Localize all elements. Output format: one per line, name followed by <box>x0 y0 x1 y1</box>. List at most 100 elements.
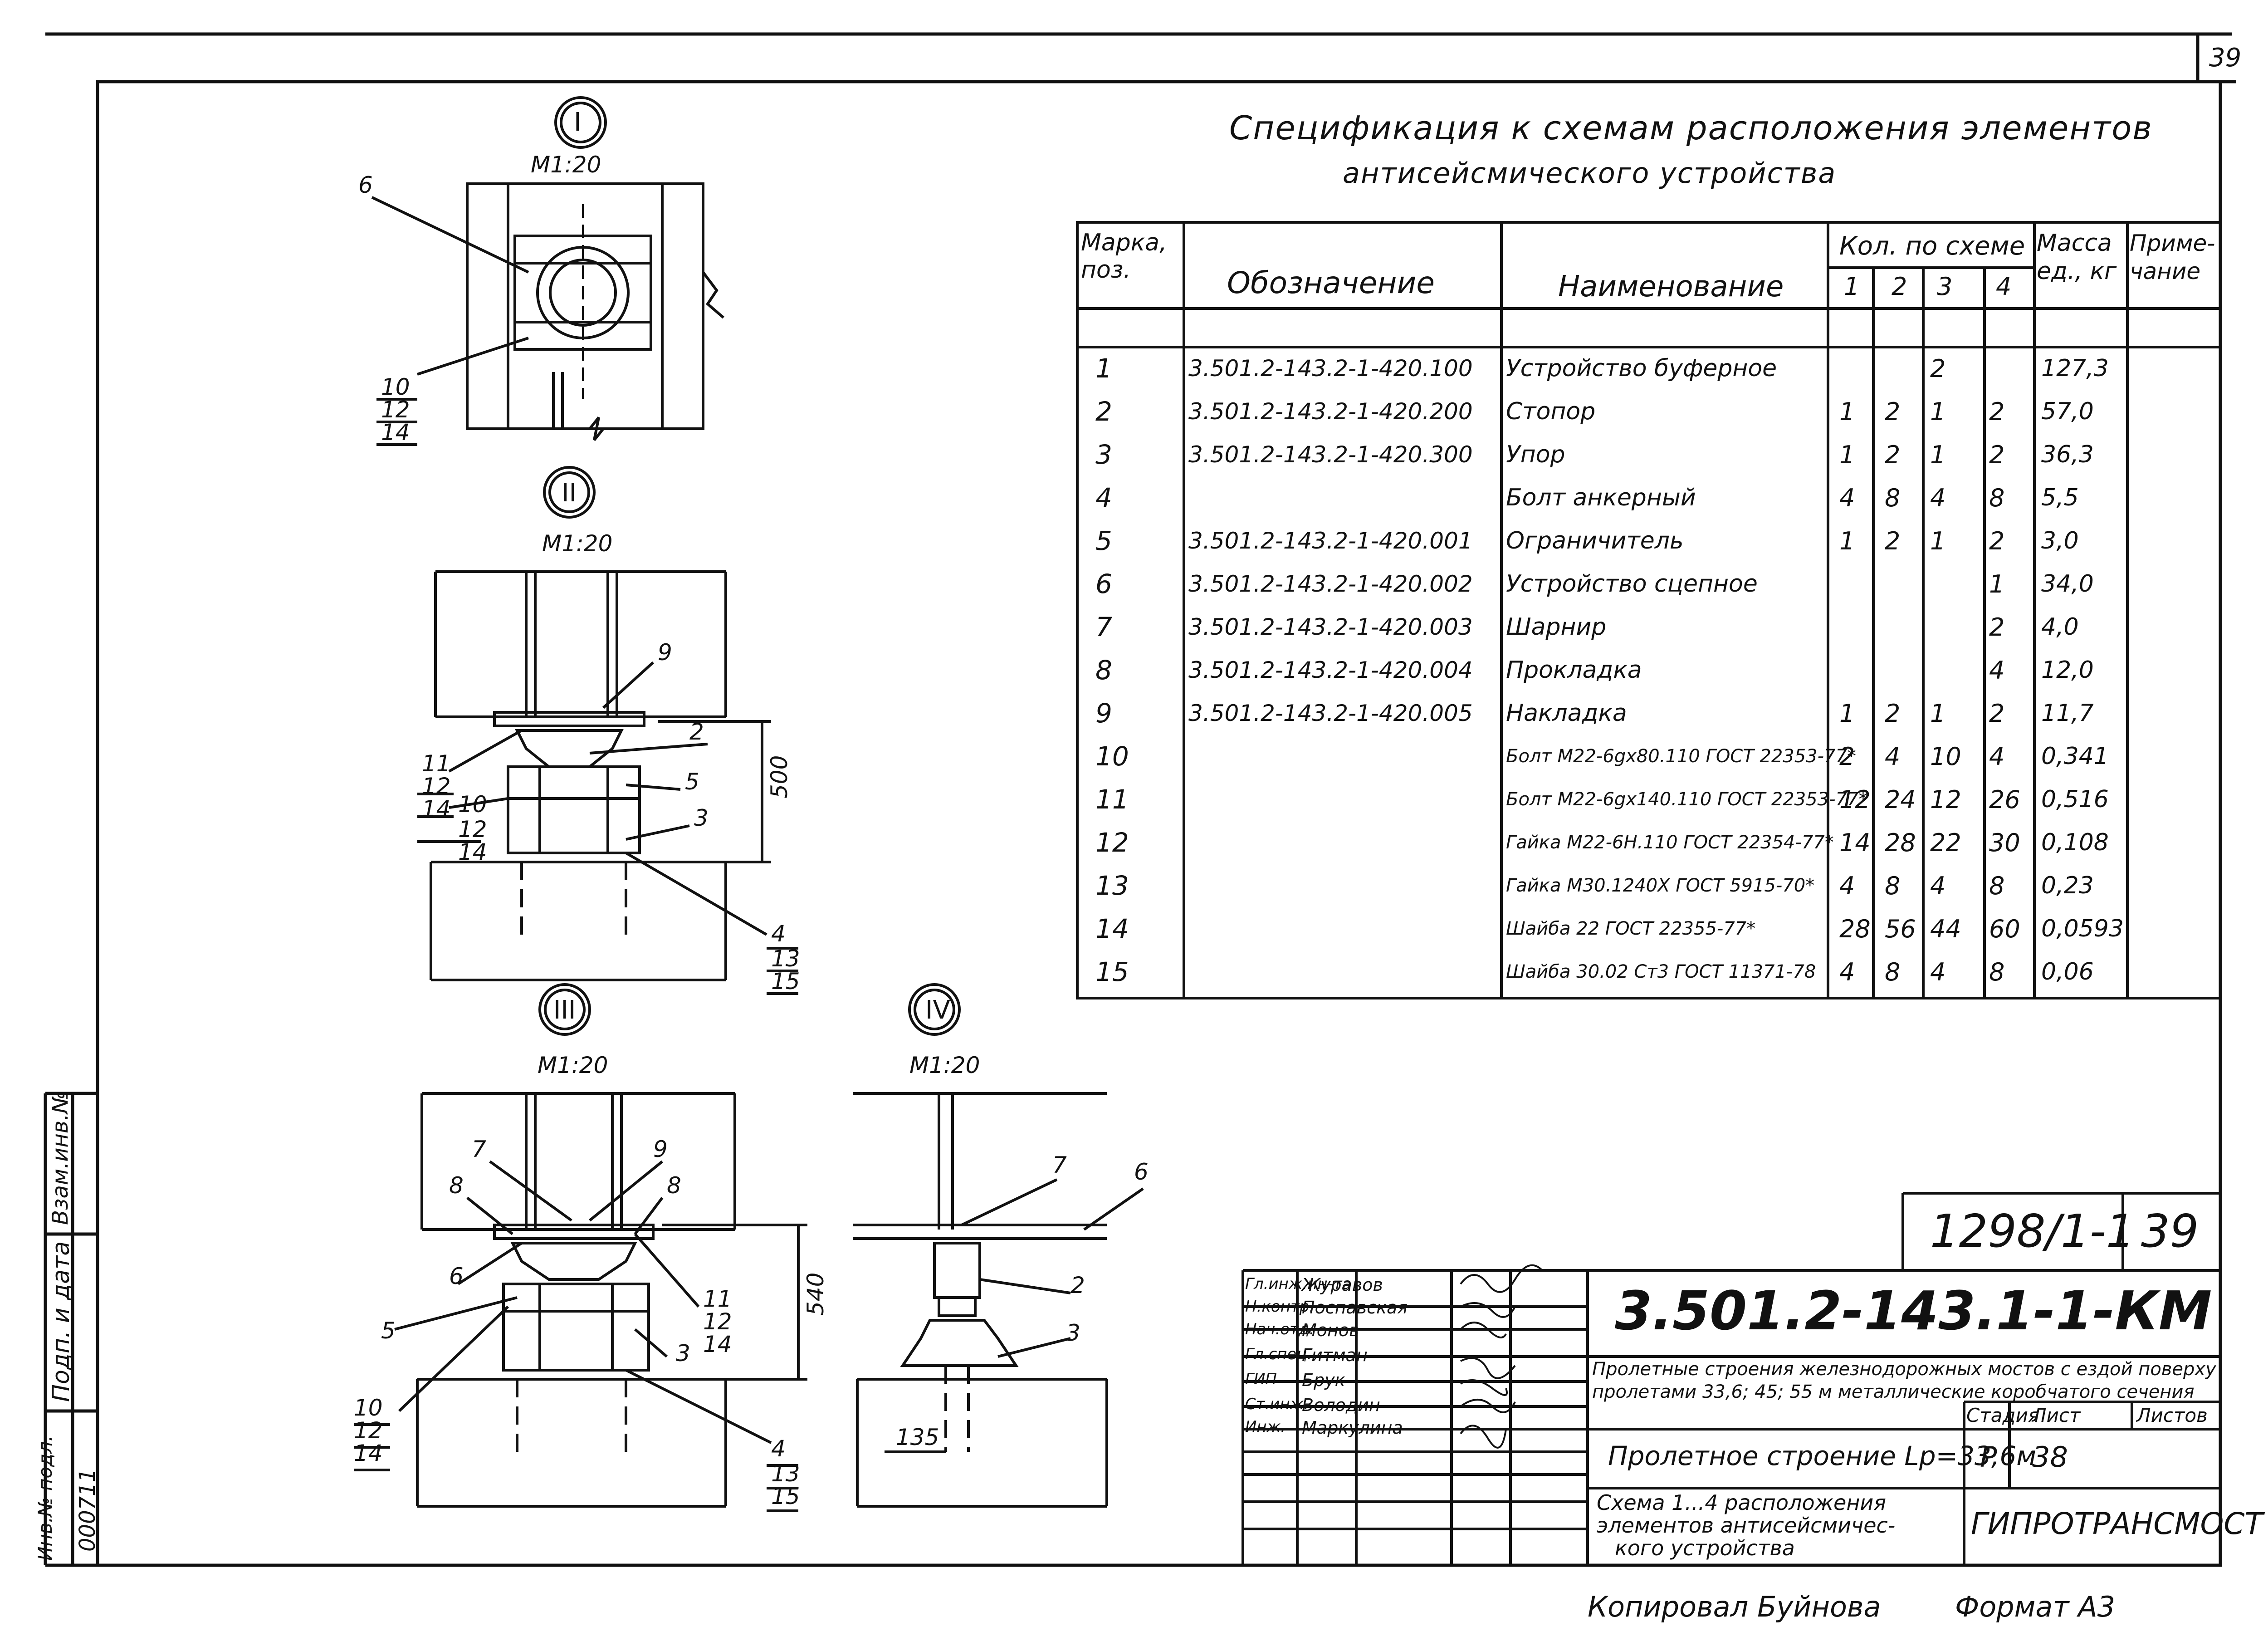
table-cell-designation: 3.501.2-143.2-1-420.003 <box>1188 614 1473 640</box>
table-cell-mass: 4,0 <box>2041 613 2079 641</box>
svg-text:12: 12 <box>354 1417 383 1444</box>
title-block-grid <box>1242 1192 2220 1565</box>
table-cell-q4: 2 <box>1989 613 2005 642</box>
table-cell-q4: 4 <box>1989 656 2005 685</box>
svg-text:3: 3 <box>1066 1320 1080 1346</box>
table-cell-mass: 36,3 <box>2041 441 2094 468</box>
table-cell-q3: 4 <box>1930 484 1946 512</box>
svg-text:8: 8 <box>449 1172 464 1199</box>
stamp-replace-label: Взам.инв.№ <box>48 1091 73 1225</box>
table-cell-q4: 8 <box>1989 958 2005 986</box>
table-cell-name: Шарнир <box>1506 613 1607 641</box>
signature-name: Поспавская <box>1302 1298 1408 1318</box>
view-IV <box>853 983 1144 1508</box>
table-cell-mass: 11,7 <box>2041 700 2094 727</box>
spec-title-line1: Спецификация к схемам расположения элеме… <box>1229 109 2153 147</box>
svg-text:12: 12 <box>381 397 410 423</box>
table-cell-q3: 4 <box>1930 958 1946 986</box>
table-cell-q2: 2 <box>1885 527 1901 555</box>
signature-name: Володин <box>1302 1395 1380 1415</box>
project-line2: пролетами 33,6; 45; 55 м металлические к… <box>1592 1382 2195 1402</box>
spec-table: Марка, поз. Обозначение Наименование Кол… <box>1077 222 2220 994</box>
svg-text:5: 5 <box>381 1318 396 1344</box>
svg-text:14: 14 <box>422 796 451 822</box>
table-cell-name: Устройство буферное <box>1506 355 1777 382</box>
table-cell-name: Стопор <box>1506 398 1596 425</box>
table-cell-mark: 13 <box>1095 870 1129 901</box>
table-cell-q1: 4 <box>1839 872 1855 900</box>
svg-text:М1:20: М1:20 <box>531 152 601 178</box>
table-cell-q1: 2 <box>1839 742 1855 771</box>
svg-text:14: 14 <box>381 419 410 446</box>
table-cell-q1: 1 <box>1839 397 1855 426</box>
table-cell-q1: 4 <box>1839 484 1855 512</box>
table-cell-q1: 1 <box>1839 699 1855 728</box>
table-cell-mass: 3,0 <box>2041 527 2079 554</box>
stamp-inv-no: 000711 <box>75 1468 100 1552</box>
signature-name: Брук <box>1302 1370 1345 1390</box>
signature-name: Журавов <box>1302 1275 1383 1295</box>
table-cell-q2: 8 <box>1885 484 1901 512</box>
sheet-value: 38 <box>2032 1440 2068 1474</box>
view-III <box>354 983 807 1512</box>
svg-text:9: 9 <box>658 639 672 666</box>
svg-text:12: 12 <box>422 773 451 799</box>
table-cell-mass: 0,0593 <box>2041 915 2124 942</box>
view-II <box>417 466 798 995</box>
table-cell-q3: 10 <box>1930 742 1961 771</box>
table-cell-name: Гайка М30.1240Х ГОСТ 5915-70* <box>1506 875 1815 896</box>
table-cell-q4: 60 <box>1989 915 2020 943</box>
stage-value: Р <box>1980 1440 1997 1474</box>
table-cell-designation: 3.501.2-143.2-1-420.005 <box>1188 700 1473 726</box>
col-header-qty-2: 2 <box>1892 272 1907 301</box>
table-cell-mark: 1 <box>1095 353 1112 384</box>
svg-text:7: 7 <box>472 1136 486 1162</box>
svg-text:М1:20: М1:20 <box>909 1052 980 1078</box>
signature-role: Н.контр. <box>1245 1298 1315 1316</box>
col-header-qty-4: 4 <box>1996 272 2012 301</box>
signature-role: Гл.спец. <box>1245 1345 1312 1363</box>
table-cell-q2: 8 <box>1885 958 1901 986</box>
svg-text:IV: IV <box>925 995 950 1025</box>
stamp-sign-label: Подп. и дата <box>48 1241 75 1402</box>
table-cell-q3: 2 <box>1930 354 1946 383</box>
col-header-name: Наименование <box>1558 270 1784 304</box>
table-cell-designation: 3.501.2-143.2-1-420.300 <box>1188 441 1473 468</box>
svg-text:М1:20: М1:20 <box>538 1052 608 1078</box>
col-header-mark: Марка, поз. <box>1081 229 1167 284</box>
svg-text:500: 500 <box>766 755 792 799</box>
table-cell-mark: 11 <box>1095 784 1129 815</box>
svg-text:14: 14 <box>354 1440 383 1466</box>
table-cell-q4: 4 <box>1989 742 2005 771</box>
table-cell-q2: 4 <box>1885 742 1901 771</box>
spec-title-line2: антисейсмического устройства <box>1343 157 1837 190</box>
svg-text:4: 4 <box>771 921 786 947</box>
table-cell-mark: 7 <box>1095 612 1112 642</box>
sheet-code: 1298/1-1 <box>1930 1205 2135 1258</box>
table-cell-mass: 12,0 <box>2041 656 2094 684</box>
svg-text:5: 5 <box>685 769 699 795</box>
sheet-header: Лист <box>2032 1404 2081 1426</box>
svg-text:9: 9 <box>653 1136 668 1162</box>
col-header-designation: Обозначение <box>1227 265 1435 300</box>
table-cell-name: Шайба 22 ГОСТ 22355-77* <box>1506 918 1756 939</box>
svg-text:4: 4 <box>771 1435 786 1462</box>
svg-text:II: II <box>562 478 577 508</box>
table-cell-q4: 26 <box>1989 785 2020 814</box>
table-cell-q1: 1 <box>1839 441 1855 469</box>
svg-text:12: 12 <box>458 816 487 843</box>
svg-text:12: 12 <box>703 1308 732 1335</box>
subject: Пролетное строение Lр=33,6м <box>1608 1440 2037 1471</box>
table-cell-name: Прокладка <box>1506 656 1642 684</box>
table-cell-mass: 0,23 <box>2041 872 2094 899</box>
page-number: 39 <box>2209 43 2242 73</box>
signature-name: Монов <box>1302 1320 1359 1340</box>
svg-text:11: 11 <box>703 1286 732 1312</box>
drawing-name-line1: Схема 1...4 расположения <box>1597 1490 1887 1515</box>
drawing-name-line2: элементов антисейсмичес- <box>1597 1513 1896 1538</box>
table-cell-q4: 1 <box>1989 570 2005 598</box>
svg-text:14: 14 <box>458 839 487 865</box>
stamp-inv-label: Инв.№ подл. <box>34 1435 56 1561</box>
svg-text:14: 14 <box>703 1331 732 1357</box>
